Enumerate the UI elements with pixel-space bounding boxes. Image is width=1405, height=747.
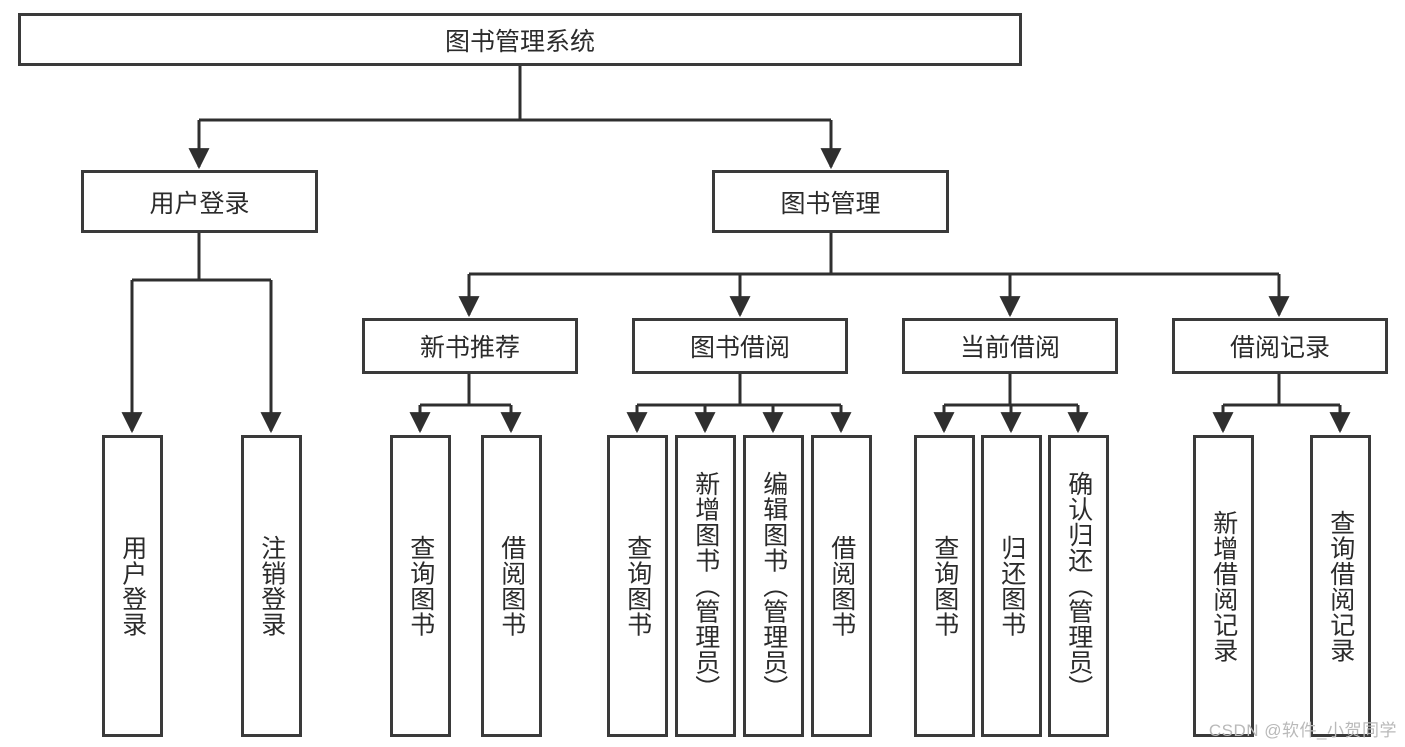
node-current-borrow-label: 当前借阅 [959,334,1060,362]
node-leaf-label: 查询图书 [406,535,435,637]
watermark: CSDN @软件_小贺同学 [1208,721,1397,740]
node-leaf-label: 查询借阅记录 [1326,509,1355,663]
node-leaf-label: 确认归还（管理员） [1064,471,1093,701]
node-leaf-book-borrow-4[interactable]: 借阅图书 [811,435,872,737]
node-leaf-book-borrow-3[interactable]: 编辑图书（管理员） [743,435,804,737]
node-leaf-current-borrow-2[interactable]: 归还图书 [981,435,1042,737]
node-leaf-current-borrow-1[interactable]: 查询图书 [914,435,975,737]
node-leaf-label: 新增图书（管理员） [691,471,720,701]
node-user-login[interactable]: 用户登录 [81,170,318,233]
node-book-manage-label: 图书管理 [780,189,881,218]
node-leaf-label: 查询图书 [930,535,959,637]
node-leaf-label: 借阅图书 [827,535,856,637]
node-borrow-record-label: 借阅记录 [1229,334,1330,362]
node-leaf-borrow-record-2[interactable]: 查询借阅记录 [1310,435,1371,737]
node-leaf-new-book-1[interactable]: 查询图书 [390,435,451,737]
node-leaf-book-borrow-2[interactable]: 新增图书（管理员） [675,435,736,737]
node-root-label: 图书管理系统 [444,27,595,56]
node-leaf-book-borrow-1[interactable]: 查询图书 [607,435,668,737]
node-current-borrow[interactable]: 当前借阅 [902,318,1118,374]
node-leaf-user-login-1[interactable]: 用户登录 [102,435,163,737]
node-book-manage[interactable]: 图书管理 [712,170,949,233]
node-root[interactable]: 图书管理系统 [18,13,1022,66]
node-new-book-recommend[interactable]: 新书推荐 [362,318,578,374]
node-borrow-record[interactable]: 借阅记录 [1172,318,1388,374]
node-leaf-label: 借阅图书 [497,535,526,637]
node-leaf-borrow-record-1[interactable]: 新增借阅记录 [1193,435,1254,737]
node-leaf-label: 注销登录 [257,535,286,637]
node-leaf-user-login-2[interactable]: 注销登录 [241,435,302,737]
node-leaf-label: 归还图书 [997,535,1026,637]
node-leaf-label: 用户登录 [118,535,147,637]
node-user-login-label: 用户登录 [149,189,250,218]
node-book-borrow-label: 图书借阅 [689,334,790,362]
node-leaf-label: 新增借阅记录 [1209,509,1238,663]
node-leaf-label: 查询图书 [623,535,652,637]
node-leaf-current-borrow-3[interactable]: 确认归还（管理员） [1048,435,1109,737]
node-leaf-new-book-2[interactable]: 借阅图书 [481,435,542,737]
node-leaf-label: 编辑图书（管理员） [759,471,788,701]
node-new-book-recommend-label: 新书推荐 [419,334,520,362]
node-book-borrow[interactable]: 图书借阅 [632,318,848,374]
